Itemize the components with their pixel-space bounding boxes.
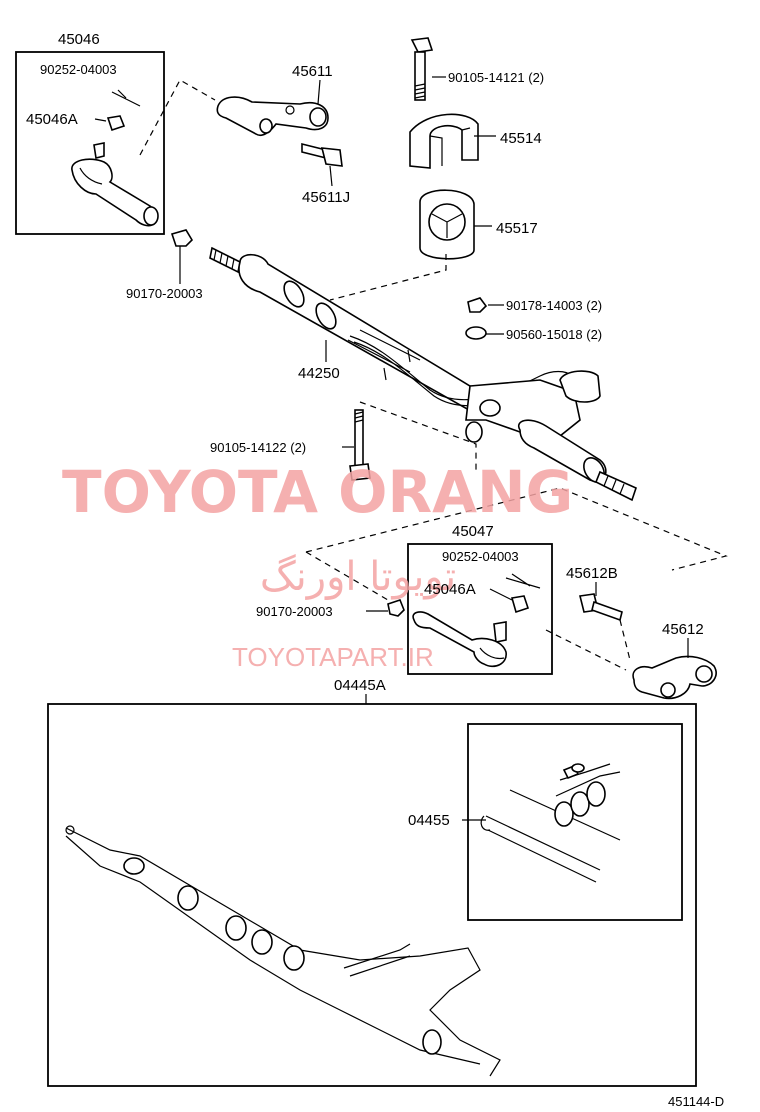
label-45046A-top: 45046A bbox=[26, 111, 78, 128]
seal-ring-icon bbox=[177, 885, 199, 911]
label-04455: 04455 bbox=[408, 812, 450, 829]
watermark-brand: TOYOTA ORANG bbox=[62, 458, 573, 526]
knuckle-arm-45611 bbox=[216, 96, 329, 137]
label-90252-top: 90252-04003 bbox=[40, 62, 117, 77]
label-90170-top: 90170-20003 bbox=[126, 286, 203, 301]
label-45046A-bottom: 45046A bbox=[424, 581, 476, 598]
cotter-pin-icon bbox=[111, 89, 141, 107]
kit-box-45046 bbox=[15, 51, 165, 235]
leader-lines bbox=[94, 76, 689, 821]
label-45611: 45611 bbox=[292, 63, 333, 80]
label-90170-bottom: 90170-20003 bbox=[256, 604, 333, 619]
ball-stud-icon bbox=[93, 142, 105, 159]
rack-housing-icon bbox=[238, 253, 483, 415]
label-45612: 45612 bbox=[662, 621, 704, 638]
kit-box-04445A bbox=[47, 703, 697, 1087]
rack-outline-04445A bbox=[65, 825, 501, 1077]
bolt-90105-14122 bbox=[349, 409, 371, 481]
knuckle-arm-45612 bbox=[632, 655, 717, 700]
bolt-head-icon bbox=[349, 463, 371, 481]
seal-ring-icon bbox=[586, 781, 606, 807]
knuckle-arm-icon bbox=[632, 655, 717, 700]
leader-dash-3 bbox=[359, 401, 477, 470]
seal-ring-icon bbox=[283, 945, 305, 971]
label-90252-bottom: 90252-04003 bbox=[442, 549, 519, 564]
castle-nut-icon bbox=[510, 595, 530, 614]
knuckle-arm-icon bbox=[216, 96, 329, 137]
tie-rod-end-kit-45046 bbox=[15, 51, 165, 235]
label-90105-14121: 90105-14121 (2) bbox=[448, 70, 544, 85]
kit-box-45047 bbox=[407, 543, 553, 675]
bracket-45514 bbox=[409, 113, 479, 169]
seal-ring-icon bbox=[570, 791, 590, 817]
diagram-code: 451144-D bbox=[668, 1094, 724, 1109]
cotter-pin-icon bbox=[505, 573, 541, 589]
clamp-bracket-icon bbox=[409, 113, 479, 169]
nut-90178-icon bbox=[467, 297, 488, 313]
steering-rack-44250 bbox=[209, 246, 637, 502]
label-90105-14122: 90105-14122 (2) bbox=[210, 440, 306, 455]
label-45514: 45514 bbox=[500, 130, 542, 147]
nut-90170-top-icon bbox=[170, 229, 194, 247]
label-90178-14003: 90178-14003 (2) bbox=[506, 298, 602, 313]
grommet-45517 bbox=[419, 189, 475, 260]
kit-box-04455 bbox=[467, 723, 683, 921]
seal-ring-icon bbox=[251, 929, 273, 955]
rack-right-thread-icon bbox=[594, 470, 637, 502]
tie-rod-end-kit-45047 bbox=[407, 543, 553, 675]
watermark-persian: تویوتا اورنگ bbox=[260, 554, 456, 600]
bolt-45611J bbox=[301, 142, 343, 167]
label-45046: 45046 bbox=[58, 31, 100, 48]
seal-ring-icon bbox=[225, 915, 247, 941]
seal-ring-icon bbox=[554, 801, 574, 827]
label-45047: 45047 bbox=[452, 523, 494, 540]
label-45517: 45517 bbox=[496, 220, 538, 237]
label-44250: 44250 bbox=[298, 365, 340, 382]
leader-dash-1 bbox=[139, 79, 216, 156]
leader-dash-5 bbox=[545, 619, 631, 671]
label-90560-15018: 90560-15018 (2) bbox=[506, 327, 602, 342]
nut-90170-bottom-icon bbox=[387, 599, 405, 617]
bolt-45612B bbox=[579, 593, 623, 622]
bolt-90105-14121 bbox=[410, 37, 434, 101]
bolt-head-icon bbox=[320, 147, 343, 167]
leader-dash-2 bbox=[329, 254, 447, 301]
label-45611J: 45611J bbox=[302, 189, 350, 206]
bolt-head-icon bbox=[410, 37, 434, 53]
label-04445A: 04445A bbox=[334, 677, 386, 694]
seal-kit-04455 bbox=[480, 763, 621, 883]
castle-nut-icon bbox=[106, 115, 126, 132]
watermark-url: TOYOTAPART.IR bbox=[232, 642, 434, 672]
washer-90560-icon bbox=[465, 326, 487, 340]
ball-stud-icon bbox=[493, 621, 507, 643]
pinion-icon bbox=[559, 370, 601, 403]
tie-rod-end-icon bbox=[412, 611, 507, 668]
label-45612B: 45612B bbox=[566, 565, 618, 582]
